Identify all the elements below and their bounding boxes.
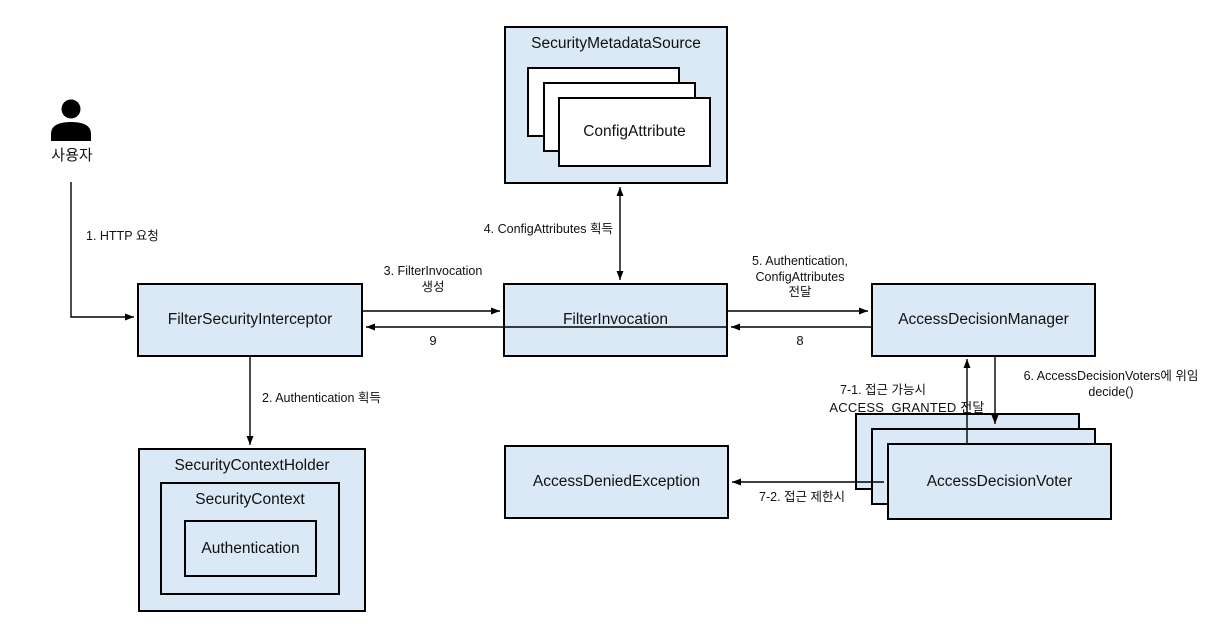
box-filter-invocation-label: FilterInvocation: [562, 311, 669, 329]
box-access-decision-manager-label: AccessDecisionManager: [898, 311, 1069, 329]
label-step7-1-line2: ACCESS_GRANTED 전달: [829, 400, 985, 415]
box-access-decision-voter: AccessDecisionVoter: [887, 443, 1112, 520]
box-config-attribute: ConfigAttribute: [558, 97, 711, 167]
box-access-denied-exception-label: AccessDeniedException: [532, 473, 701, 491]
box-filter-invocation: FilterInvocation: [503, 283, 728, 357]
box-security-metadata-source-label: SecurityMetadataSource: [531, 35, 701, 52]
label-step7-1-line1: 7-1. 접근 가능시: [840, 383, 926, 397]
box-access-decision-manager: AccessDecisionManager: [871, 283, 1096, 357]
user-icon: [51, 99, 91, 141]
box-security-context-holder-label: SecurityContextHolder: [174, 457, 330, 474]
box-filter-security-interceptor: FilterSecurityInterceptor: [137, 283, 363, 357]
box-access-decision-voter-label: AccessDecisionVoter: [926, 472, 1073, 490]
box-security-context-label: SecurityContext: [195, 491, 305, 508]
actor-label: 사용자: [51, 147, 93, 164]
box-authentication-label: Authentication: [201, 539, 300, 557]
box-access-denied-exception: AccessDeniedException: [504, 445, 729, 519]
box-filter-security-interceptor-label: FilterSecurityInterceptor: [167, 311, 333, 329]
box-config-attribute-label: ConfigAttribute: [583, 123, 686, 141]
box-authentication: Authentication: [184, 520, 317, 577]
